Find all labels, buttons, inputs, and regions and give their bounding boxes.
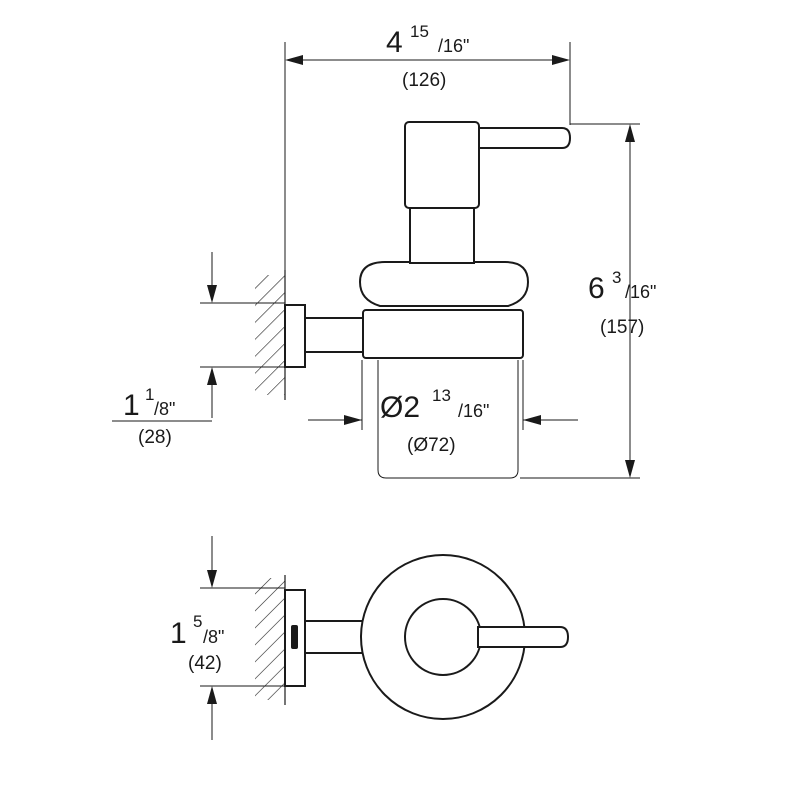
pump-lever-top xyxy=(477,626,570,648)
mount-height-side-metric: (28) xyxy=(138,427,172,448)
pump-head xyxy=(404,121,480,209)
pump-collar xyxy=(358,261,530,307)
dimension-overall-width: 4 15 /16" (126) xyxy=(284,22,571,275)
mount-height-top-denominator: /8" xyxy=(203,627,224,647)
glass-container xyxy=(377,360,519,479)
overall-width-whole: 4 xyxy=(386,26,403,59)
overall-height-whole: 6 xyxy=(588,272,605,305)
mounting-arm-top xyxy=(304,620,364,654)
pump-head-top xyxy=(404,598,482,676)
glass-diameter-numerator: 13 xyxy=(432,386,451,405)
holder-ring xyxy=(362,309,524,359)
side-view xyxy=(255,121,572,479)
mount-height-top-numerator: 5 xyxy=(193,612,202,631)
dimension-mount-height-side: 1 1 /8" (28) xyxy=(112,252,285,448)
dimension-glass-diameter: Ø2 13 /16" (Ø72) xyxy=(308,360,578,456)
wall-hatching-side xyxy=(255,270,286,400)
overall-height-metric: (157) xyxy=(600,317,644,338)
wall-hatching-top xyxy=(255,575,286,705)
overall-width-denominator: /16" xyxy=(438,36,469,56)
dimension-overall-height: 6 3 /16" (157) xyxy=(520,123,656,479)
glass-diameter-whole: Ø2 xyxy=(380,391,420,424)
glass-diameter-denominator: /16" xyxy=(458,401,489,421)
dimension-mount-height-top: 1 5 /8" (42) xyxy=(170,536,285,740)
overall-width-metric: (126) xyxy=(402,70,446,91)
mount-height-side-whole: 1 xyxy=(123,389,140,422)
pump-stem xyxy=(409,204,475,264)
wall-plate xyxy=(284,304,306,368)
screw-cover-mark xyxy=(291,625,298,649)
overall-width-numerator: 15 xyxy=(410,22,429,41)
overall-height-denominator: /16" xyxy=(625,282,656,302)
mount-height-top-whole: 1 xyxy=(170,617,187,650)
mounting-arm xyxy=(304,317,364,353)
mount-height-side-numerator: 1 xyxy=(145,385,154,404)
mount-height-top-metric: (42) xyxy=(188,653,222,674)
mount-height-side-denominator: /8" xyxy=(154,399,175,419)
pump-lever xyxy=(478,127,572,149)
glass-diameter-metric: (Ø72) xyxy=(407,435,456,456)
top-view xyxy=(255,554,570,720)
overall-height-numerator: 3 xyxy=(612,268,621,287)
